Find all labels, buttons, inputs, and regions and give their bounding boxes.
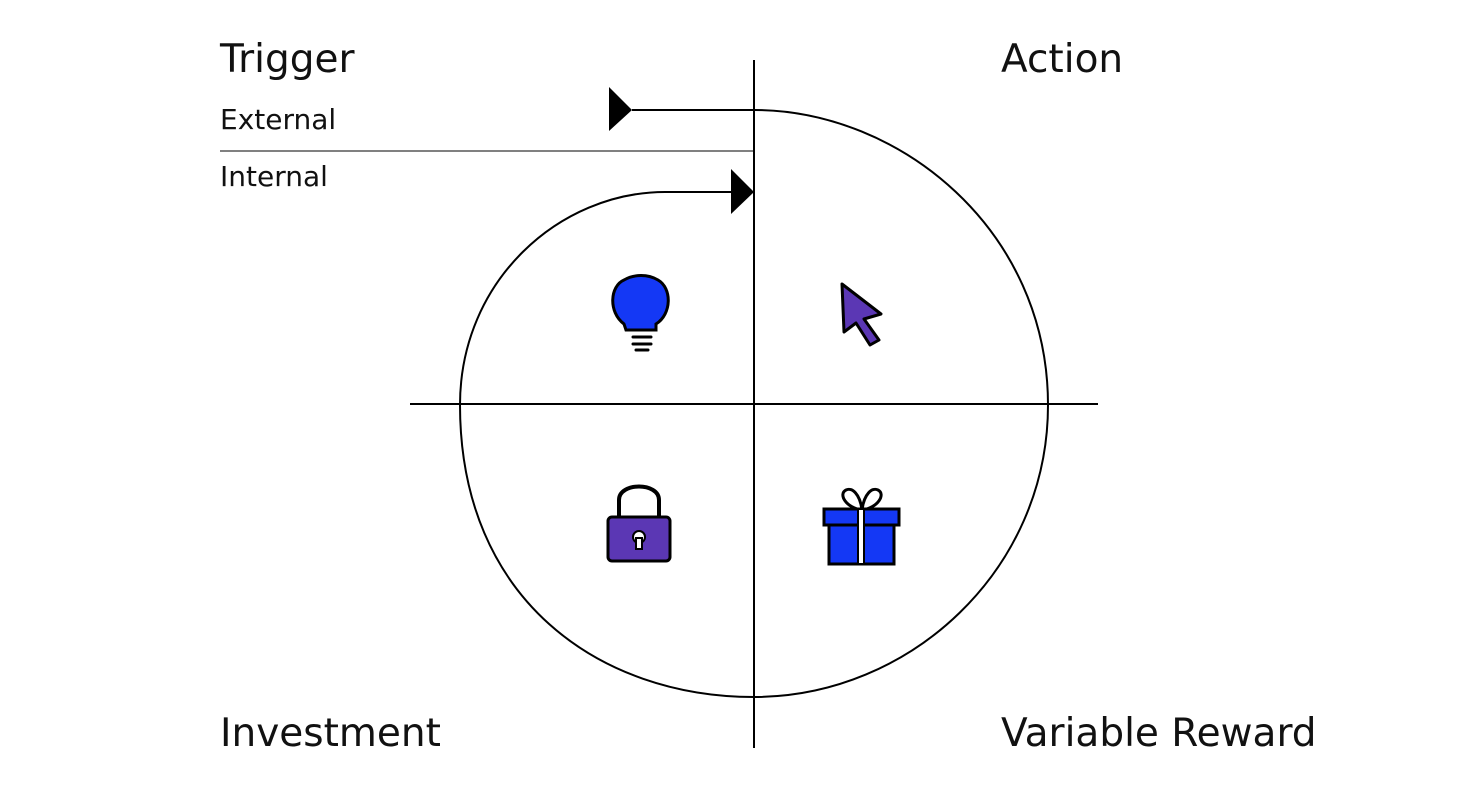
cursor-icon (840, 282, 883, 347)
lightbulb-icon (611, 274, 670, 352)
trigger-title: Trigger (220, 37, 355, 82)
gift-icon (822, 487, 901, 566)
internal-trigger-arrowhead (731, 169, 754, 214)
external-trigger-arrowhead (609, 87, 632, 131)
internal-trigger-label: Internal (220, 160, 328, 193)
padlock-icon (606, 484, 672, 563)
variable-reward-title: Variable Reward (1001, 711, 1317, 756)
action-title: Action (1001, 37, 1124, 82)
external-trigger-label: External (220, 103, 337, 136)
investment-title: Investment (220, 711, 441, 756)
